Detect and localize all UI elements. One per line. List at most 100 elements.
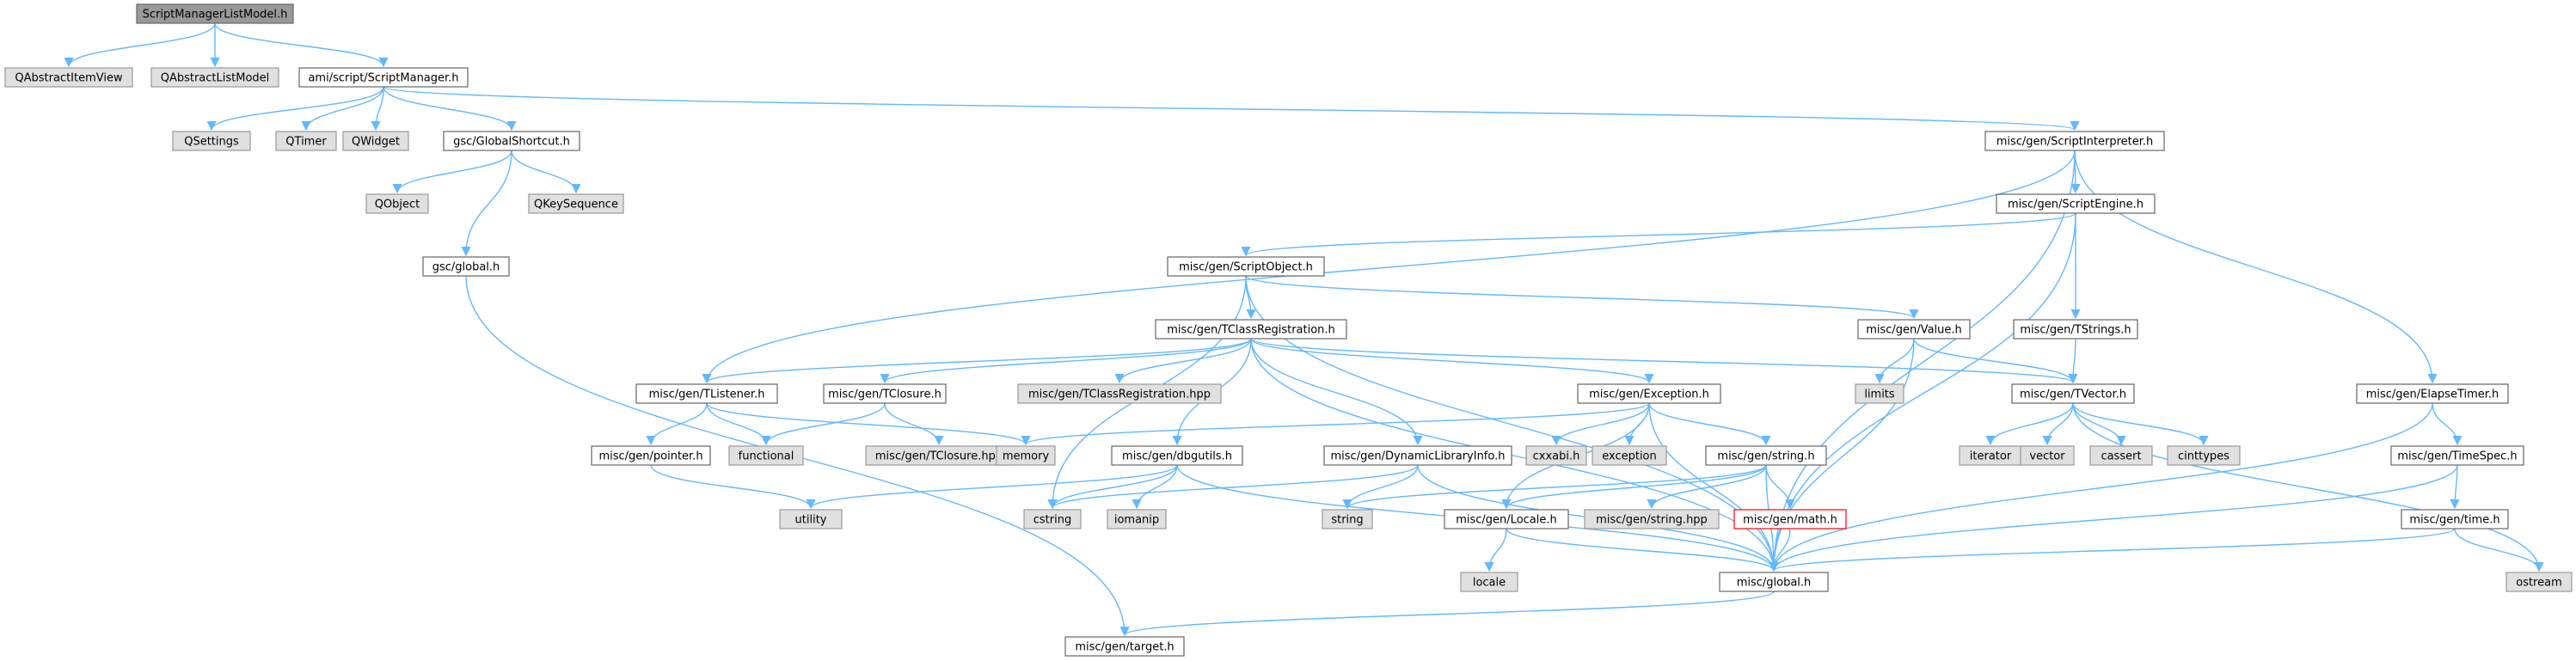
node-sinterp[interactable]: misc/gen/ScriptInterpreter.h [1984, 131, 2165, 151]
node-iomanip: iomanip [1107, 509, 1167, 529]
node-label: misc/gen/math.h [1743, 514, 1837, 527]
node-box [1857, 319, 1971, 340]
node-limits: limits [1855, 383, 1904, 404]
node-label: cstring [1033, 514, 1071, 527]
node-box [1323, 445, 1512, 466]
node-memory: memory [996, 445, 1056, 466]
node-target[interactable]: misc/gen/target.h [1064, 636, 1185, 657]
node-value[interactable]: misc/gen/Value.h [1857, 319, 1971, 340]
node-ostream: ostream [2505, 572, 2573, 592]
node-qtimer: QTimer [275, 131, 337, 151]
node-miscglobal[interactable]: misc/global.h [1719, 572, 1829, 592]
node-tclosure[interactable]: misc/gen/TClosure.h [823, 383, 947, 404]
edge-pointer-to-utility [650, 464, 816, 510]
edge-tclosure-to-functional [761, 402, 886, 446]
edge-mstring-to-math [1765, 464, 1795, 510]
edge-sinterp-to-elapse [2074, 150, 2438, 384]
node-label: QTimer [285, 136, 327, 149]
edge-timespec-to-gtime [2450, 464, 2460, 510]
node-label: memory [1003, 450, 1050, 463]
node-stringhpp: misc/gen/string.hpp [1584, 509, 1720, 529]
node-qsettings: QSettings [172, 131, 251, 151]
node-box [1107, 509, 1167, 529]
edge-elapse-to-timespec [2432, 402, 2463, 446]
node-pointer[interactable]: misc/gen/pointer.h [591, 445, 711, 466]
node-box [591, 445, 711, 466]
node-timespec[interactable]: misc/gen/TimeSpec.h [2390, 445, 2524, 466]
node-cinttypes: cinttypes [2167, 445, 2241, 466]
node-qkeyseq: QKeySequence [528, 193, 624, 214]
node-label: misc/gen/Value.h [1866, 324, 1962, 337]
node-gtime[interactable]: misc/gen/time.h [2401, 509, 2509, 529]
node-dynlib[interactable]: misc/gen/DynamicLibraryInfo.h [1323, 445, 1512, 466]
edge-sm-to-qsettings [206, 86, 384, 132]
node-sengine[interactable]: misc/gen/ScriptEngine.h [1996, 193, 2156, 214]
node-label: misc/gen/ElapseTimer.h [2366, 389, 2499, 401]
node-box [1460, 572, 1518, 592]
node-box [1064, 636, 1185, 657]
edge-dynlib-to-cstring [1047, 464, 1419, 510]
edge-tvector-to-vector [2042, 402, 2074, 446]
node-label: misc/gen/TClassRegistration.h [1167, 324, 1335, 337]
edge-tclassreg-to-tclassreghpp [1114, 338, 1252, 384]
edge-mstring-to-string [1342, 464, 1767, 510]
node-exception[interactable]: misc/gen/Exception.h [1577, 383, 1721, 404]
node-label: misc/gen/target.h [1075, 641, 1174, 654]
node-elapse[interactable]: misc/gen/ElapseTimer.h [2356, 383, 2509, 404]
node-box [1017, 383, 1222, 404]
edge-gshort-to-gscglobal [461, 150, 512, 257]
node-label: misc/gen/TClosure.hpp [875, 450, 1003, 463]
node-box [1855, 383, 1904, 404]
file-nodes: ScriptManagerListModel.hQAbstractItemVie… [4, 3, 2573, 657]
node-label: misc/gen/ScriptEngine.h [2008, 199, 2144, 211]
edge-miscglobal-to-target [1119, 591, 1775, 637]
node-tclassreg[interactable]: misc/gen/TClassRegistration.h [1155, 319, 1347, 340]
node-locale[interactable]: misc/gen/Locale.h [1444, 509, 1569, 529]
edge-exception-to-cxxabi [1551, 402, 1650, 446]
node-tvector[interactable]: misc/gen/TVector.h [2011, 383, 2135, 404]
node-box [1322, 509, 1373, 529]
node-label: misc/gen/TVector.h [2020, 389, 2126, 401]
node-box [1705, 445, 1827, 466]
edge-dbgutils-to-cstring [1047, 464, 1178, 510]
edge-root-to-sm [214, 22, 389, 68]
node-dbgutils[interactable]: misc/gen/dbgutils.h [1111, 445, 1243, 466]
node-box [528, 193, 624, 214]
edge-value-to-limits [1874, 338, 1915, 384]
edge-tclassreg-to-dynlib [1250, 338, 1423, 446]
node-box [172, 131, 251, 151]
node-box [443, 131, 580, 151]
node-sobject[interactable]: misc/gen/ScriptObject.h [1167, 256, 1325, 277]
node-gshort[interactable]: gsc/GlobalShortcut.h [443, 131, 580, 151]
node-exceptionstd: exception [1592, 445, 1667, 466]
node-box [2013, 319, 2138, 340]
node-box [2390, 445, 2524, 466]
node-math[interactable]: misc/gen/math.h [1733, 509, 1847, 529]
node-box [779, 509, 843, 529]
node-mstring[interactable]: misc/gen/string.h [1705, 445, 1827, 466]
node-qobject: QObject [365, 193, 429, 214]
node-box [996, 445, 1056, 466]
edge-math-to-miscglobal [1769, 528, 1791, 572]
node-label: misc/gen/TListener.h [649, 389, 765, 401]
node-label: misc/gen/ScriptObject.h [1179, 261, 1313, 274]
node-label: misc/gen/TimeSpec.h [2397, 450, 2517, 463]
node-label: QAbstractListModel [161, 72, 270, 85]
node-gscglobal[interactable]: gsc/global.h [422, 256, 510, 277]
node-label: utility [795, 514, 827, 527]
node-box [1155, 319, 1347, 340]
edge-root-to-qaiv [64, 22, 216, 68]
node-box [2401, 509, 2509, 529]
edge-gtime-to-miscglobal [1769, 528, 2456, 572]
node-label: QWidget [352, 136, 400, 149]
node-box [422, 256, 510, 277]
node-tstrings[interactable]: misc/gen/TStrings.h [2013, 319, 2138, 340]
node-cassert: cassert [2089, 445, 2153, 466]
node-box [275, 131, 337, 151]
edge-tlistener-to-memory [706, 402, 1031, 446]
node-sm[interactable]: ami/script/ScriptManager.h [298, 67, 469, 88]
edge-gtime-to-ostream [2454, 528, 2544, 572]
node-box [1167, 256, 1325, 277]
node-tlistener[interactable]: misc/gen/TListener.h [635, 383, 778, 404]
edge-locale-to-localestd [1484, 528, 1507, 572]
